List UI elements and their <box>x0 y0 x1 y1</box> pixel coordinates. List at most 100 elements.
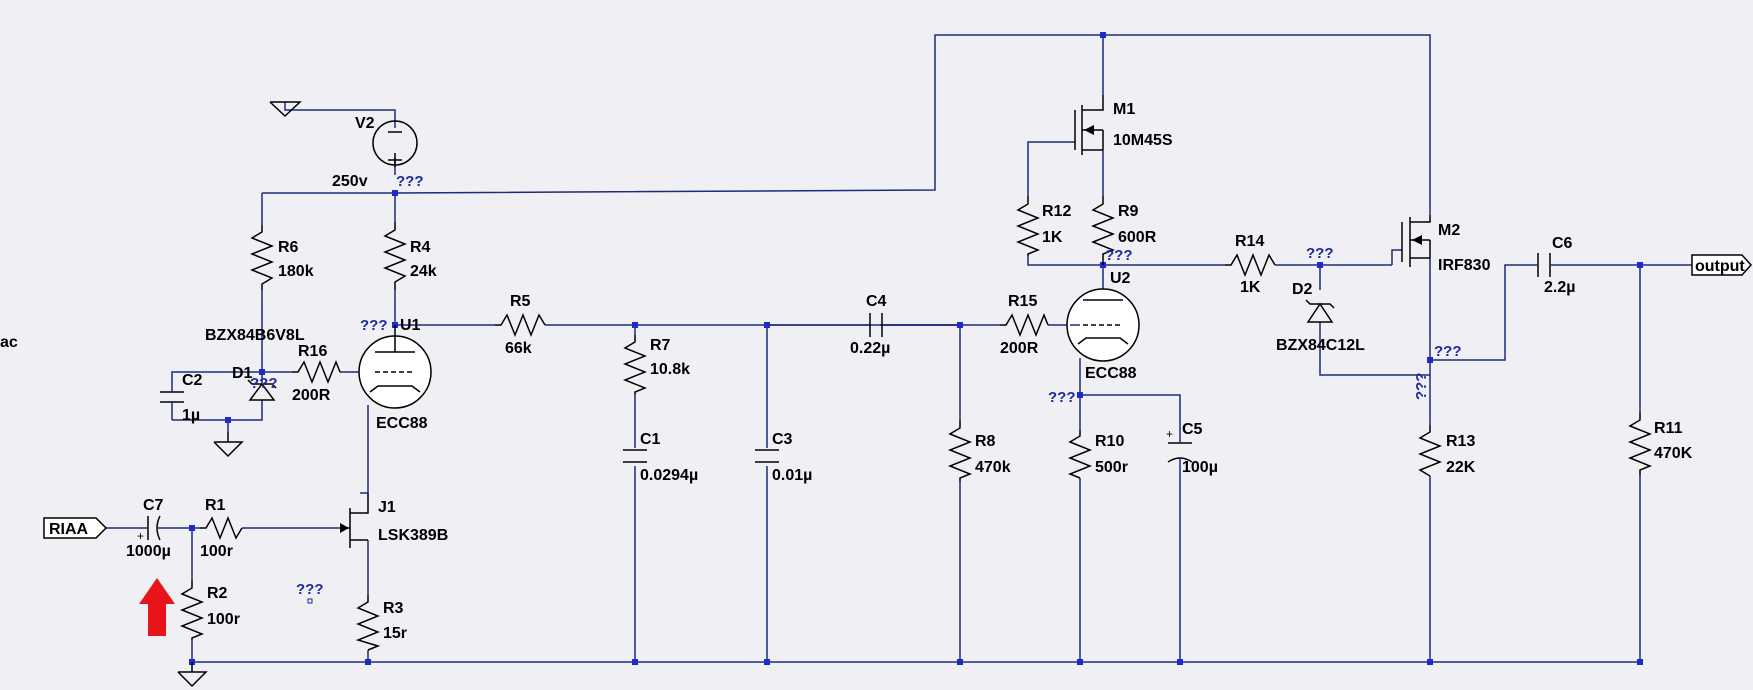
unknown-v2: ??? <box>396 173 424 190</box>
capacitor-c1[interactable]: C1 0.0294µ <box>623 431 698 484</box>
svg-text:+: + <box>137 529 144 543</box>
resistor-r9[interactable]: R9 600R <box>1090 196 1157 265</box>
r16-value: 200R <box>292 387 331 404</box>
r16-name: R16 <box>298 343 327 360</box>
resistor-r7[interactable]: R7 10.8k <box>622 335 690 395</box>
resistor-r5[interactable]: R5 66k <box>495 293 546 357</box>
c2-value: 1µ <box>182 407 200 424</box>
r5-name: R5 <box>510 293 531 310</box>
d2-name: D2 <box>1292 281 1313 298</box>
riaa-label: RIAA <box>49 521 89 538</box>
c1-value: 0.0294µ <box>640 467 698 484</box>
r5-value: 66k <box>505 340 532 357</box>
r3-name: R3 <box>383 600 404 617</box>
r15-name: R15 <box>1008 293 1037 310</box>
resistor-r13[interactable]: R13 22K <box>1417 425 1476 477</box>
resistor-r12[interactable]: R12 1K <box>1015 196 1071 256</box>
resistor-r3[interactable]: R3 15r <box>355 595 407 651</box>
c5-name: C5 <box>1182 421 1203 438</box>
u1-name: U1 <box>400 317 421 334</box>
zener-diode-d2[interactable]: D2 BZX84C12L ??? <box>1276 245 1365 354</box>
c4-name: C4 <box>866 293 887 310</box>
triode-tube-u1[interactable]: U1 ECC88 ??? <box>358 317 432 432</box>
r14-value: 1K <box>1240 279 1261 296</box>
r12-name: R12 <box>1042 203 1071 220</box>
r12-value: 1K <box>1042 229 1063 246</box>
r8-name: R8 <box>975 433 996 450</box>
resistor-r6[interactable]: R6 180k <box>249 225 314 290</box>
mosfet-m2[interactable]: M2 IRF830 ??? ??? <box>1401 215 1491 401</box>
r8-value: 470k <box>975 459 1011 476</box>
r7-value: 10.8k <box>650 361 690 378</box>
r13-value: 22K <box>1446 459 1476 476</box>
cut-off-text: ac <box>0 334 18 351</box>
capacitor-c5[interactable]: + C5 100µ <box>1166 421 1218 476</box>
zener-diode-d1[interactable]: D1 BZX84B6V8L ??? <box>205 327 305 401</box>
v2-name: V2 <box>355 115 375 132</box>
d1-name: D1 <box>232 365 253 382</box>
resistor-r1[interactable]: R1 100r <box>200 497 243 560</box>
resistor-r10[interactable]: R10 500r <box>1067 430 1128 479</box>
resistor-r15[interactable]: R15 200R <box>1000 293 1049 357</box>
wires <box>106 34 1692 663</box>
capacitor-c3[interactable]: C3 0.01µ <box>755 431 812 484</box>
r10-name: R10 <box>1095 433 1124 450</box>
r11-name: R11 <box>1654 420 1683 437</box>
resistor-r11[interactable]: R11 470K <box>1627 412 1693 475</box>
resistor-r8[interactable]: R8 470k <box>947 420 1011 482</box>
capacitor-c6[interactable]: C6 2.2µ <box>1535 235 1575 296</box>
r9-name: R9 <box>1118 203 1139 220</box>
j1-name: J1 <box>378 499 396 516</box>
r15-value: 200R <box>1000 340 1039 357</box>
jfet-j1[interactable]: J1 LSK389B <box>340 493 448 548</box>
m1-name: M1 <box>1113 101 1135 118</box>
unknown-floating: ??? <box>296 581 324 598</box>
triode-tube-u2[interactable]: U2 ECC88 ??? ??? <box>1048 247 1140 406</box>
capacitor-c2[interactable]: C2 1µ <box>160 372 203 424</box>
ground-symbol-main <box>177 662 208 688</box>
port-output[interactable]: output <box>1691 254 1753 276</box>
u2-name: U2 <box>1110 270 1131 287</box>
resistor-r2[interactable]: R2 100r <box>179 580 240 640</box>
unknown-u2-cathode: ??? <box>1048 389 1076 406</box>
c2-name: C2 <box>182 372 203 389</box>
resistor-r14[interactable]: R14 1K <box>1225 233 1276 296</box>
c6-name: C6 <box>1552 235 1573 252</box>
r3-value: 15r <box>383 625 407 642</box>
j1-value: LSK389B <box>378 527 448 544</box>
c3-name: C3 <box>772 431 793 448</box>
r11-value: 470K <box>1654 445 1693 462</box>
c6-value: 2.2µ <box>1544 279 1575 296</box>
capacitor-c4[interactable]: C4 0.22µ <box>850 293 890 357</box>
resistor-r4[interactable]: R4 24k <box>382 222 437 290</box>
floating-node-marker: ??? <box>296 581 324 604</box>
r6-value: 180k <box>278 263 314 280</box>
r7-name: R7 <box>650 337 671 354</box>
capacitor-c7[interactable]: + C7 1000µ <box>126 497 171 560</box>
unknown-d2: ??? <box>1306 245 1334 262</box>
v2-value: 250v <box>332 173 368 190</box>
r9-value: 600R <box>1118 229 1157 246</box>
r14-name: R14 <box>1235 233 1264 250</box>
port-riaa[interactable]: RIAA <box>43 517 108 539</box>
c5-value: 100µ <box>1182 459 1218 476</box>
m2-name: M2 <box>1438 222 1460 239</box>
resistor-r16[interactable]: R16 200R <box>292 343 341 404</box>
d1-value: BZX84B6V8L <box>205 327 305 344</box>
r2-name: R2 <box>207 585 228 602</box>
r4-name: R4 <box>410 239 431 256</box>
r1-name: R1 <box>205 497 226 514</box>
c7-name: C7 <box>143 497 164 514</box>
r2-value: 100r <box>207 611 240 628</box>
voltage-source-v2[interactable]: V2 250v ??? <box>332 115 424 190</box>
unknown-m2-vertical: ??? <box>1413 373 1430 401</box>
m1-value: 10M45S <box>1113 132 1173 149</box>
r10-value: 500r <box>1095 459 1128 476</box>
u1-value: ECC88 <box>376 415 428 432</box>
unknown-d1: ??? <box>250 375 278 392</box>
ground-symbol-v2 <box>269 101 302 118</box>
c7-value: 1000µ <box>126 543 171 560</box>
c4-value: 0.22µ <box>850 340 890 357</box>
mosfet-m1[interactable]: M1 10M45S <box>1074 95 1173 155</box>
